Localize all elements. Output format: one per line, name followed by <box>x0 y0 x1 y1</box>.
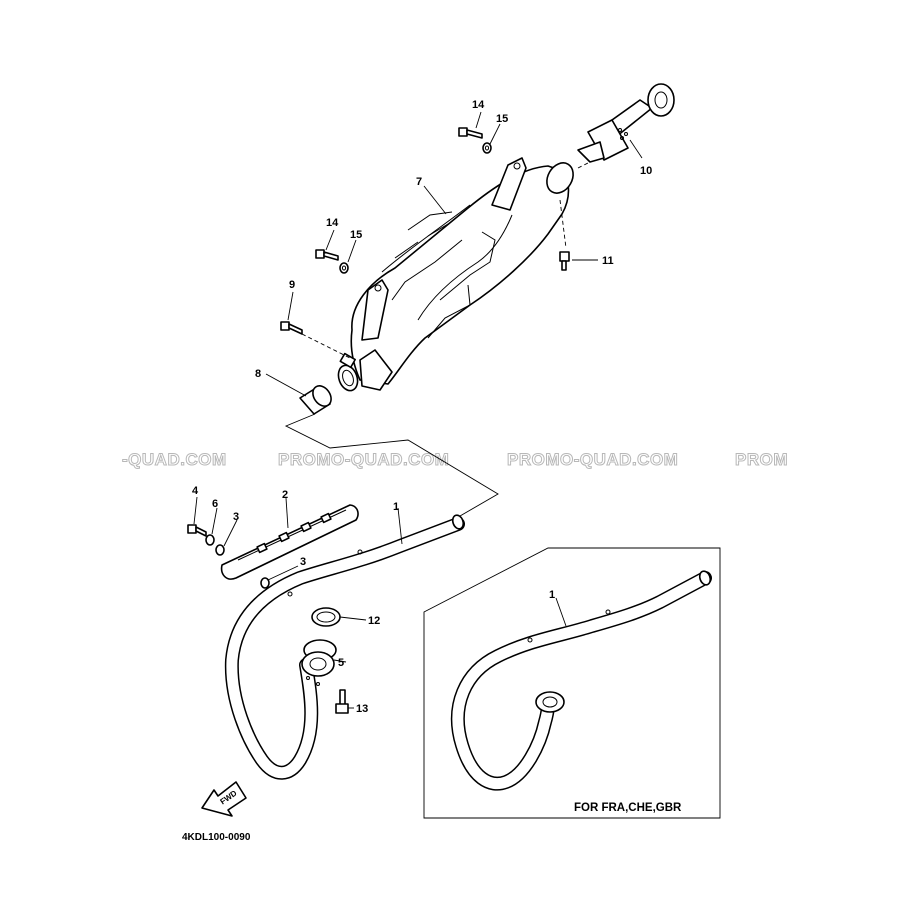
callout-12: 12 <box>368 615 380 627</box>
watermark-1: -QUAD.COM <box>122 450 227 469</box>
callout-4: 4 <box>192 485 199 497</box>
flange-5 <box>301 639 337 686</box>
washer-15-upper <box>482 142 492 154</box>
bolt-9 <box>280 321 303 335</box>
gasket-8 <box>299 385 332 415</box>
damper-3-upper <box>215 544 225 556</box>
callout-2: 2 <box>282 489 288 501</box>
callout-6: 6 <box>212 498 218 510</box>
diagram-code: 4KDL100-0090 <box>182 832 251 843</box>
callout-1: 1 <box>393 501 399 513</box>
leader-11 <box>559 199 567 249</box>
callout-14-lower: 14 <box>326 217 339 229</box>
callout-8: 8 <box>255 368 261 380</box>
callout-11: 11 <box>602 255 614 267</box>
heat-protector <box>220 504 359 580</box>
callout-3-lower: 3 <box>300 556 306 568</box>
inset-variant <box>423 547 721 819</box>
callout-15-lower: 15 <box>350 229 362 241</box>
bolt-4 <box>187 524 207 537</box>
watermark-band: -QUAD.COM PROMO-QUAD.COM PROMO-QUAD.COM … <box>122 450 789 470</box>
assembly-bracket-line <box>284 413 499 517</box>
muffler-body <box>337 157 574 392</box>
watermark-4: PROM <box>735 450 788 469</box>
damper-3-lower <box>260 577 270 589</box>
bolt-14-lower <box>315 249 339 261</box>
collar-6 <box>205 534 215 546</box>
callout-7: 7 <box>416 176 422 188</box>
gasket-12 <box>311 607 341 627</box>
callout-1-inset: 1 <box>549 589 555 601</box>
bolt-11 <box>559 251 570 271</box>
fwd-arrow: FWD <box>201 781 247 817</box>
washer-15-lower <box>339 262 349 274</box>
bolt-13 <box>335 689 349 714</box>
watermark-2: PROMO-QUAD.COM <box>278 450 449 469</box>
callout-13: 13 <box>356 703 368 715</box>
bolt-14-upper <box>458 127 483 139</box>
inset-note: FOR FRA,CHE,GBR <box>574 802 682 814</box>
callout-9: 9 <box>289 279 295 291</box>
watermark-3: PROMO-QUAD.COM <box>507 450 678 469</box>
leader-lines <box>193 111 643 709</box>
callout-10: 10 <box>640 165 652 177</box>
callout-3-upper: 3 <box>233 511 239 523</box>
callout-14-upper: 14 <box>472 99 485 111</box>
spark-arrester <box>577 83 675 163</box>
callouts: 14 15 7 10 11 14 15 9 8 4 2 6 3 3 1 12 5… <box>192 99 652 715</box>
callout-15-upper: 15 <box>496 113 508 125</box>
leader-10 <box>577 161 591 169</box>
callout-5: 5 <box>338 657 344 669</box>
exhaust-pipe <box>224 514 465 780</box>
